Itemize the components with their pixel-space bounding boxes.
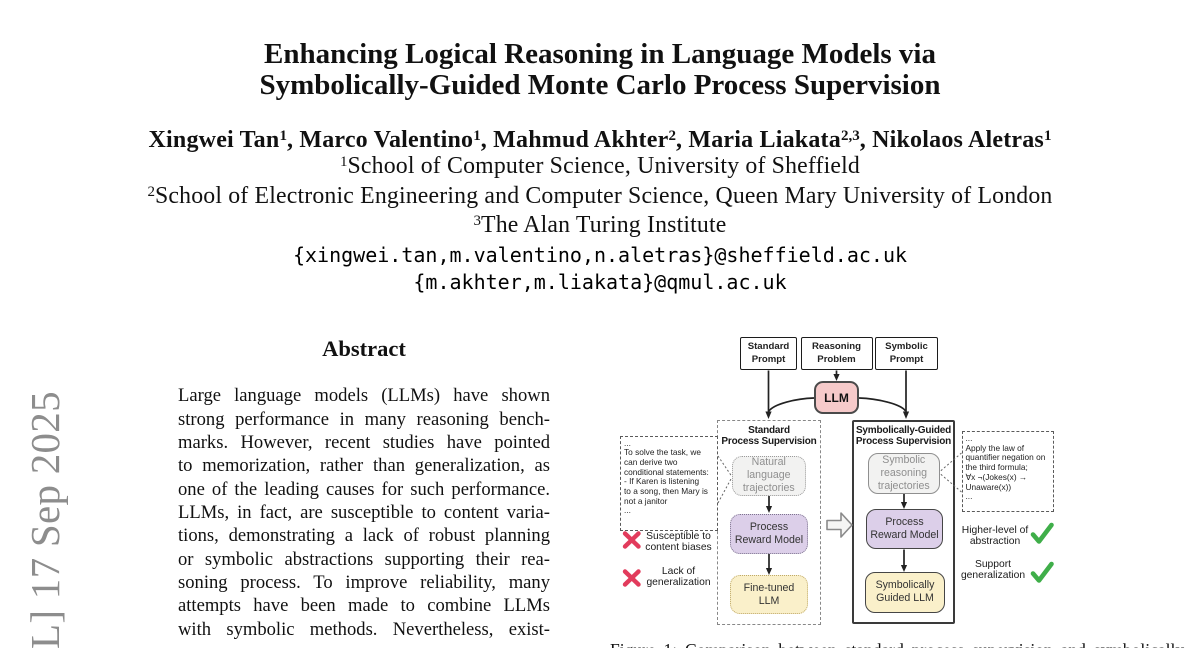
- author: Nikolaos Aletras1: [872, 126, 1052, 153]
- figure-box-symbolically-guided-llm: Symbolically Guided LLM: [865, 572, 945, 613]
- figure-left-panel-title: Standard Process Supervision: [721, 425, 817, 448]
- abstract-heading: Abstract: [322, 336, 406, 361]
- figure-con-label-1: Susceptible to content biases: [645, 530, 712, 553]
- author: Xingwei Tan1,: [148, 126, 300, 153]
- figure-left-callout-note: ... To solve the task, we can derive two…: [620, 435, 718, 531]
- abstract-line: LLMs, in fact, are susceptible to conten…: [178, 502, 550, 524]
- figure-box-process-reward-model-right: Process Reward Model: [866, 509, 943, 549]
- abstract-line: one of the leading causes for such perfo…: [178, 478, 550, 500]
- affiliation-3: 3The Alan Turing Institute: [473, 211, 727, 238]
- figure-box-process-reward-model-left: Process Reward Model: [730, 513, 808, 554]
- abstract-line: Large language models (LLMs) have shown: [178, 385, 550, 407]
- abstract-line: attempts have been made to combine LLMs: [178, 595, 550, 617]
- abstract-line: strong performance in many reasoning ben…: [178, 408, 550, 430]
- paper-title-line2: Symbolically-Guided Monte Carlo Process …: [259, 68, 941, 101]
- figure-box-fine-tuned-llm: Fine-tuned LLM: [730, 575, 808, 614]
- abstract-line: or symbolic abstractions supporting thei…: [178, 548, 550, 570]
- figure-box-reasoning-problem: Reasoning Problem: [800, 337, 873, 370]
- email-line-1: {xingwei.tan,m.valentino,n.aletras}@shef…: [292, 242, 908, 267]
- figure-pro-label-1: Higher-level of abstraction: [961, 525, 1029, 548]
- author: Marco Valentino1,: [299, 126, 494, 153]
- figure-box-standard-prompt: Standard Prompt: [740, 337, 797, 370]
- figure-right-callout-note: ... Apply the law of quantifier negation…: [961, 431, 1054, 512]
- paper-title-line1: Enhancing Logical Reasoning in Language …: [264, 37, 936, 70]
- paper-title: Enhancing Logical Reasoning in Language …: [0, 37, 1200, 101]
- affiliation-2: 2School of Electronic Engineering and Co…: [147, 182, 1053, 209]
- figure-box-natural-language-trajectories: Natural language trajectories: [731, 455, 806, 496]
- figure-box-symbolic-reasoning-trajectories: Symbolic reasoning trajectories: [867, 452, 940, 494]
- figure-con-label-2: Lack of generalization: [646, 566, 711, 589]
- big-transform-arrow: [826, 512, 853, 538]
- figure-pro-label-2: Support generalization: [960, 559, 1026, 582]
- email-line-2: {m.akhter,m.liakata}@qmul.ac.uk: [413, 270, 787, 295]
- abstract-line: with symbolic methods. Nevertheless, exi…: [178, 618, 550, 640]
- abstract-line: tions, demonstrating a lack of robust pl…: [178, 525, 550, 547]
- author-line: Xingwei Tan1, Marco Valentino1, Mahmud A…: [0, 127, 1200, 154]
- figure-1: Standard Prompt Reasoning Problem Symbol…: [600, 320, 1200, 648]
- author: Mahmud Akhter2,: [493, 126, 689, 153]
- figure-box-llm: LLM: [814, 381, 859, 414]
- cross-icons: [622, 531, 641, 587]
- abstract-body: Large language models (LLMs) have shown …: [178, 384, 550, 641]
- arxiv-watermark: L] 17 Sep 2025: [22, 391, 68, 648]
- check-icons: [1030, 522, 1054, 583]
- abstract-line: marks. However, recent studies have poin…: [178, 432, 550, 454]
- figure-right-panel-title: Symbolically-Guided Process Supervision: [855, 425, 952, 448]
- abstract-line: to memorization, rather than generalizat…: [178, 455, 550, 477]
- affiliation-1: 1School of Computer Science, University …: [340, 153, 860, 180]
- author: Maria Liakata2,3,: [688, 126, 873, 153]
- figure-caption: Figure 1: Comparison between standard pr…: [610, 640, 1190, 648]
- figure-box-symbolic-prompt: Symbolic Prompt: [875, 337, 938, 370]
- abstract-line: soning process. To improve reliability, …: [178, 572, 550, 594]
